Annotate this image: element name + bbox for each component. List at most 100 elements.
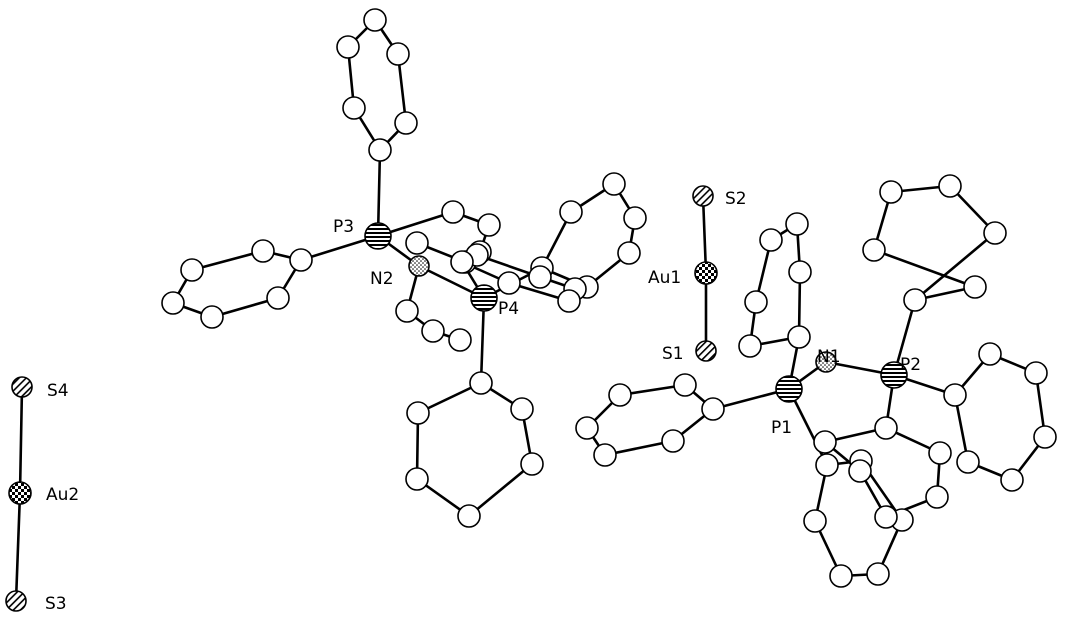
carbon-atom	[938, 174, 962, 198]
atom-p1	[775, 375, 803, 403]
carbon-atom	[862, 238, 886, 262]
carbon-atom	[497, 271, 521, 295]
carbon-atom	[956, 450, 980, 474]
carbon-atom	[785, 212, 809, 236]
carbon-atom	[701, 397, 725, 421]
carbon-atom	[575, 416, 599, 440]
carbon-atom	[363, 8, 387, 32]
carbon-atom	[815, 453, 839, 477]
carbon-atom	[963, 275, 987, 299]
carbon-atom	[673, 373, 697, 397]
carbon-atom	[602, 172, 626, 196]
carbon-atom	[510, 397, 534, 421]
carbon-atom	[608, 383, 632, 407]
carbon-atom	[336, 35, 360, 59]
carbon-atom	[421, 319, 445, 343]
bond	[376, 148, 382, 238]
atom-n2	[408, 255, 430, 277]
label-s3: S3	[45, 594, 67, 614]
carbon-atom	[866, 562, 890, 586]
label-n1: N1	[817, 347, 841, 367]
carbon-atom	[943, 383, 967, 407]
carbon-atom	[803, 509, 827, 533]
carbon-atom	[405, 467, 429, 491]
carbon-atom	[903, 288, 927, 312]
carbon-atom	[874, 416, 898, 440]
bond	[14, 491, 22, 603]
label-s2: S2	[725, 189, 747, 209]
bond-ring-3	[467, 462, 534, 518]
atom-s2	[692, 185, 714, 207]
label-p2: P2	[900, 355, 921, 375]
carbon-atom	[448, 328, 472, 352]
atom-s1	[695, 340, 717, 362]
carbon-atom	[520, 452, 544, 476]
carbon-atom	[787, 325, 811, 349]
carbon-atom	[368, 138, 392, 162]
atom-au2	[8, 481, 32, 505]
bond-ring-10	[913, 231, 997, 302]
carbon-atom	[395, 299, 419, 323]
bond	[18, 385, 24, 495]
label-p4: P4	[498, 299, 519, 319]
label-s1: S1	[662, 344, 684, 364]
bond-ring-1	[190, 249, 265, 272]
carbon-atom	[559, 200, 583, 224]
carbon-atom	[528, 265, 552, 289]
carbon-atom	[441, 200, 465, 224]
carbon-atom	[1000, 468, 1024, 492]
carbon-atom	[161, 291, 185, 315]
carbon-atom	[557, 289, 581, 313]
carbon-atom	[406, 401, 430, 425]
atom-au1	[694, 261, 718, 285]
carbon-atom	[342, 96, 366, 120]
bond	[701, 194, 708, 275]
label-p3: P3	[333, 217, 354, 237]
carbon-atom	[251, 239, 275, 263]
carbon-atom	[617, 241, 641, 265]
carbon-atom	[829, 564, 853, 588]
carbon-atom	[405, 231, 429, 255]
carbon-atom	[394, 111, 418, 135]
carbon-atom	[180, 258, 204, 282]
label-n2: N2	[370, 269, 394, 289]
carbon-atom	[813, 430, 837, 454]
atom-p2	[880, 361, 908, 389]
carbon-atom	[759, 228, 783, 252]
carbon-atom	[477, 213, 501, 237]
carbon-atom	[623, 206, 647, 230]
carbon-atom	[266, 286, 290, 310]
label-p1: P1	[771, 418, 792, 438]
carbon-atom	[879, 180, 903, 204]
atom-s3	[5, 590, 27, 612]
bond-ring-10	[872, 248, 977, 289]
atom-p4	[470, 284, 498, 312]
label-s4: S4	[47, 381, 69, 401]
carbon-atom	[200, 305, 224, 329]
atom-n1	[815, 351, 837, 373]
label-au2: Au2	[46, 485, 79, 505]
carbon-atom	[450, 250, 474, 274]
carbon-atom	[874, 505, 898, 529]
carbon-atom	[983, 221, 1007, 245]
carbon-atom	[386, 42, 410, 66]
carbon-atom	[744, 290, 768, 314]
carbon-atom	[978, 342, 1002, 366]
atom-s4	[11, 376, 33, 398]
carbon-atom	[738, 334, 762, 358]
carbon-atom	[469, 371, 493, 395]
bond	[479, 296, 486, 385]
carbon-atom	[661, 429, 685, 453]
atom-p3	[364, 222, 392, 250]
carbon-atom	[1024, 361, 1048, 385]
carbon-atom	[928, 441, 952, 465]
carbon-atom	[1033, 425, 1057, 449]
carbon-atom	[289, 248, 313, 272]
atom-layer	[5, 8, 1057, 612]
carbon-atom	[848, 459, 872, 483]
carbon-atom	[788, 260, 812, 284]
carbon-atom	[593, 443, 617, 467]
label-au1: Au1	[648, 268, 681, 288]
